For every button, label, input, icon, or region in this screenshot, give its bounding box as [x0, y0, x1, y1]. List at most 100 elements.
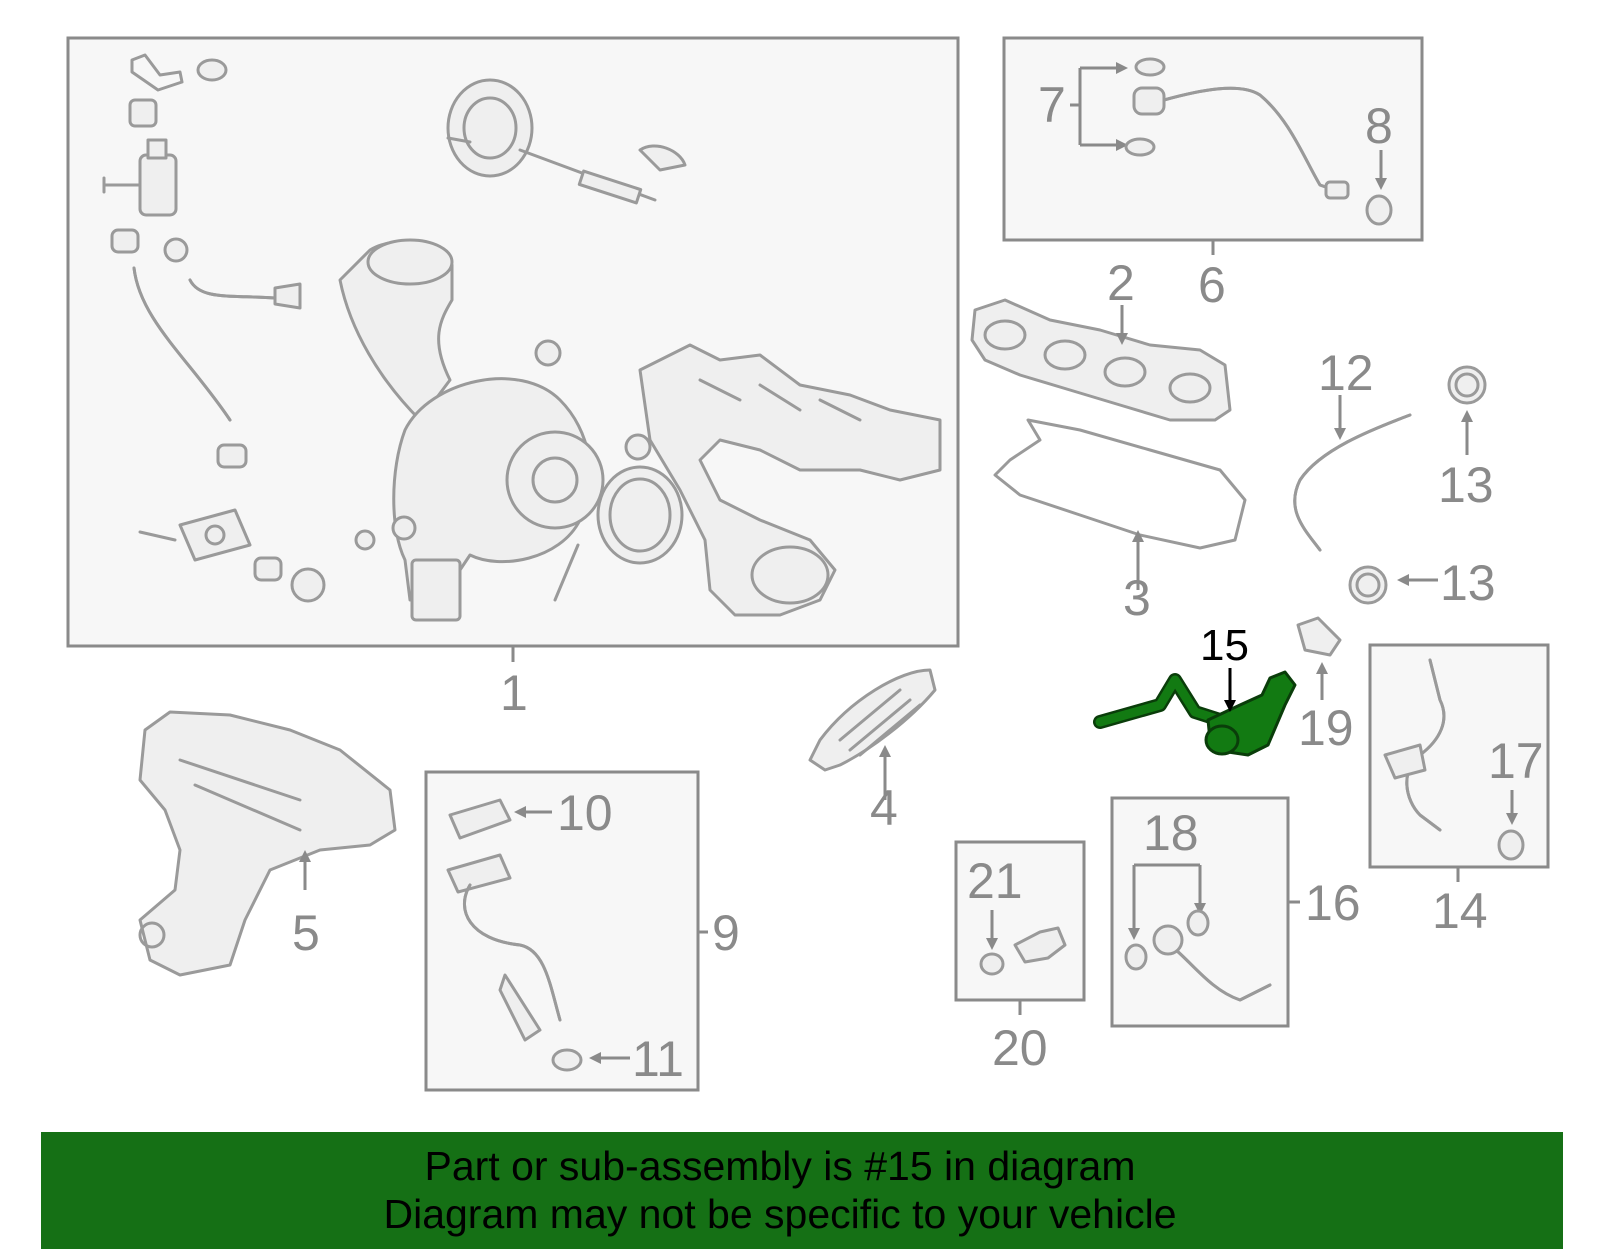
gasket-port-2 [1043, 339, 1087, 371]
clip-19 [1296, 616, 1342, 657]
turbo-plug [624, 433, 652, 461]
coolant-outlet-nut [1152, 924, 1184, 956]
banner-line-1: Part or sub-assembly is #15 in diagram [424, 1143, 1136, 1189]
arrow-2 [1116, 333, 1128, 345]
callout-9: 9 [712, 905, 740, 961]
wastegate-actuator [446, 78, 534, 178]
arrow-8 [1375, 178, 1387, 190]
vacuum-hose-long-inner [132, 266, 232, 422]
turbo-heat-shield [138, 710, 397, 977]
hose-clamp-13b-inner [1355, 572, 1381, 598]
gasket-10 [448, 798, 512, 840]
callout-13b: 13 [1440, 555, 1496, 611]
manifold-gasket [970, 298, 1232, 422]
callout-8: 8 [1365, 98, 1393, 154]
hose-check-valve [273, 282, 302, 310]
arrow-18b [1194, 903, 1206, 915]
washer-7b [1124, 137, 1156, 157]
arrow-15 [1224, 700, 1236, 712]
pipe-end-fitting [1324, 180, 1350, 200]
callout-16: 16 [1305, 875, 1361, 931]
manifold-outlet-flange [750, 545, 830, 605]
arrow-11 [589, 1052, 601, 1064]
turbocharger-assembly-group [66, 36, 960, 648]
callout-5: 5 [292, 905, 320, 961]
turbo-washer-b [391, 515, 417, 541]
manifold-runner-1 [698, 378, 862, 422]
callout-17: 17 [1488, 733, 1544, 789]
arrow-4 [879, 745, 891, 757]
hose-clamp-b [163, 237, 189, 263]
gasket-port-1 [983, 319, 1027, 351]
hose-clamp-c [216, 443, 248, 469]
coolant-hose-12 [1293, 413, 1412, 552]
leader-18-bracket [1132, 863, 1202, 930]
wastegate-actuator-face [462, 96, 518, 160]
arrow-19 [1316, 662, 1328, 674]
assembly-box-20 [954, 840, 1086, 1002]
coolant-outlet-group [1110, 796, 1300, 1028]
arrow-21 [986, 938, 998, 950]
vacuum-hose-elbow [130, 53, 184, 92]
callout-11: 11 [632, 1031, 684, 1087]
highlighted-part-15 [1093, 670, 1297, 757]
callout-14: 14 [1432, 883, 1488, 939]
oil-line-seal [290, 567, 326, 603]
callout-15: 15 [1200, 621, 1249, 670]
washer-7a [1134, 57, 1166, 77]
callout-7: 7 [1038, 77, 1066, 133]
arrow-12 [1334, 428, 1346, 440]
oil-return-pipe-inner [463, 883, 562, 1022]
o-ring-18b [1186, 909, 1210, 937]
washer-8 [1365, 194, 1393, 226]
turbo-outlet [410, 558, 462, 622]
assembly-box-16 [1110, 796, 1290, 1028]
coolant-hose-12-inner [1293, 413, 1412, 552]
callout-18: 18 [1143, 805, 1199, 861]
oil-line-coupler [253, 556, 283, 582]
arrow-7b [1116, 139, 1128, 151]
arrow-7a [1116, 62, 1128, 74]
hose-cap [196, 58, 228, 82]
hose-clamp-13a-inner [1454, 372, 1480, 398]
oil-feed-pipe-inner [1162, 86, 1342, 194]
callout-6: 6 [1198, 257, 1226, 313]
actuator-clip [638, 144, 687, 172]
arrow-13b [1397, 574, 1409, 586]
callout-20: 20 [992, 1020, 1048, 1076]
oil-return-flange [446, 853, 512, 894]
callout-13a: 13 [1438, 457, 1494, 513]
solenoid-bolt [102, 176, 142, 194]
o-ring-17 [1497, 829, 1525, 861]
hose-clip [128, 98, 158, 128]
actuator-vacuum-nipple [446, 136, 472, 144]
part-15-port [1204, 724, 1240, 756]
o-ring-18a [1124, 943, 1148, 971]
oil-line-flange [178, 508, 252, 562]
oil-line-flange-hole [204, 524, 226, 546]
arrow-10 [514, 806, 526, 818]
coolant-pipe-bracket [1383, 743, 1427, 780]
compressor-wheel-center [531, 456, 579, 504]
oil-return-bracket [498, 973, 542, 1042]
solenoid-connector [146, 138, 168, 160]
arrow-5 [299, 850, 311, 862]
hose-clamp-13a [1447, 365, 1487, 405]
banner-line-2: Diagram may not be specific to your vehi… [383, 1191, 1177, 1237]
leader-7-bracket [1070, 66, 1120, 147]
hose-clamp-13b [1348, 565, 1388, 605]
solenoid-valve [138, 153, 178, 217]
oil-return-group [424, 770, 708, 1092]
arrow-3 [1132, 530, 1144, 542]
callout-1: 1 [500, 665, 528, 721]
callout-21: 21 [967, 853, 1023, 909]
sensor-group [954, 840, 1086, 1015]
turbo-stud [553, 543, 580, 602]
arrow-13a [1461, 410, 1473, 422]
gasket-port-4 [1168, 372, 1212, 404]
callout-10: 10 [557, 785, 613, 841]
coolant-pipe-group [1368, 643, 1550, 882]
actuator-rod-end [577, 169, 643, 205]
turbo-inlet-flange [366, 238, 454, 286]
